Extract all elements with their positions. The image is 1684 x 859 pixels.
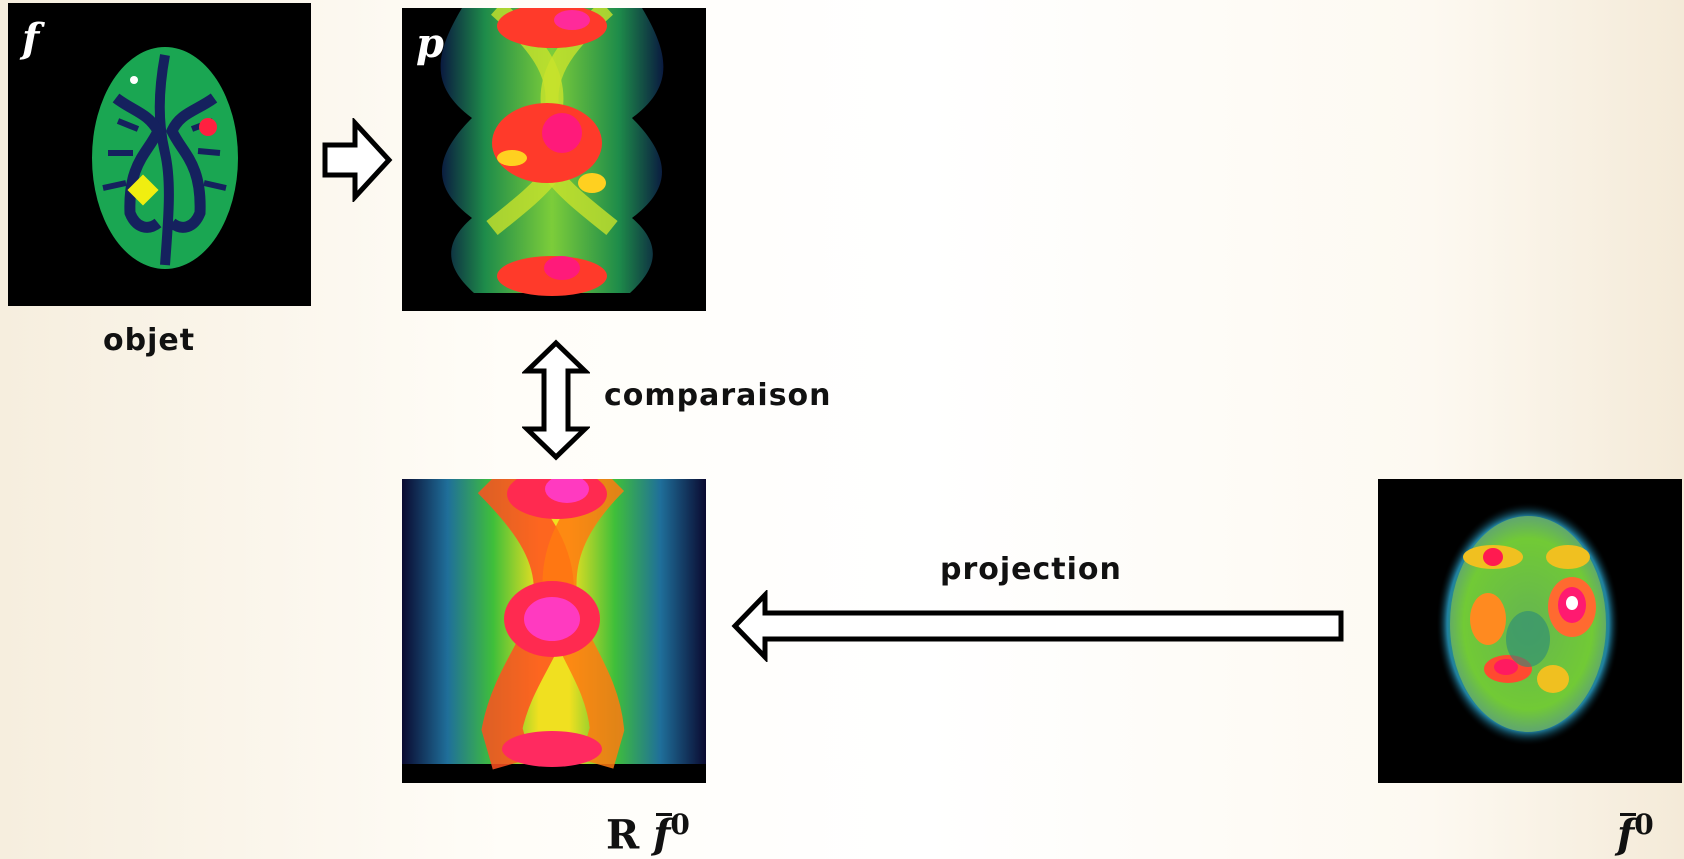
object-label: f: [22, 15, 40, 62]
estimated-sinogram-caption: R f0: [606, 808, 690, 858]
estimate-caption: f0: [1617, 808, 1654, 858]
white-lesion: [130, 76, 138, 84]
sinogram-rf0-graphic: [402, 479, 706, 770]
estimate-image: [1378, 479, 1682, 783]
left-arrow-icon: [731, 590, 1344, 662]
brain-phantom-graphic: [92, 47, 238, 269]
yellow-lesion: [127, 174, 159, 206]
estimated-sinogram-image: [402, 479, 706, 783]
measured-sinogram-image: p: [402, 8, 706, 311]
estimate-symbol: f: [653, 811, 671, 859]
measured-sinogram-label: p: [416, 20, 444, 67]
radon-operator: R: [606, 811, 640, 859]
projection-label: projection: [940, 552, 1122, 587]
right-arrow-icon: [322, 118, 393, 202]
estimate-f0-graphic: [1436, 502, 1620, 746]
double-arrow-icon: [522, 339, 590, 461]
object-caption: objet: [103, 323, 196, 358]
object-image: f: [8, 3, 311, 306]
estimate-caption-symbol: f: [1617, 811, 1635, 859]
iteration-index: 0: [670, 808, 690, 841]
red-lesion: [199, 118, 217, 136]
comparison-label: comparaison: [604, 378, 832, 413]
sinogram-p-graphic: [440, 8, 664, 296]
estimate-caption-index: 0: [1634, 808, 1654, 841]
